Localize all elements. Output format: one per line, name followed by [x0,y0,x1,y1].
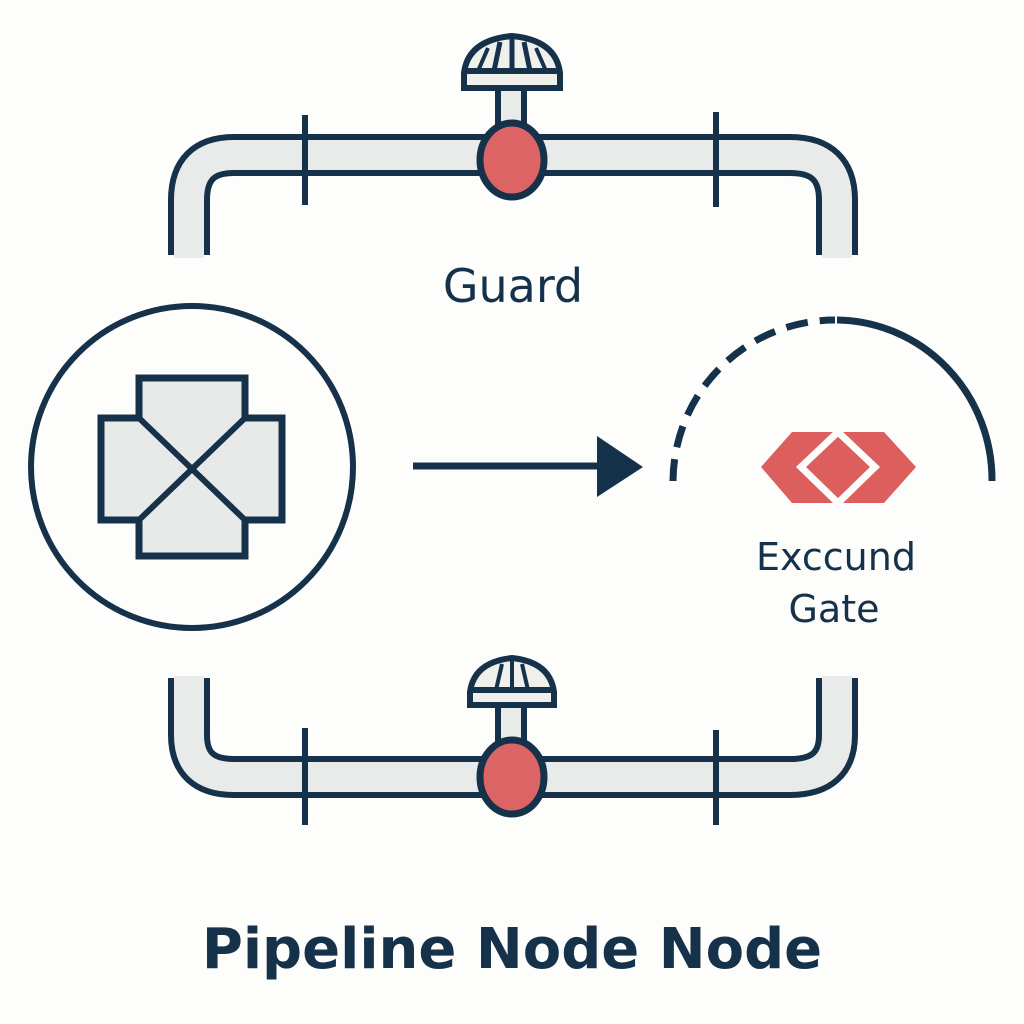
top-valve-icon [461,32,563,201]
right-node: Exccund Gate [669,316,996,631]
bottom-valve-icon [467,654,557,818]
bottom-pipe [168,654,858,825]
guard-label: Guard [443,259,583,313]
left-node [28,303,356,631]
diagram-title: Pipeline Node Node [202,917,822,982]
cross-fitting-icon [97,374,286,560]
gate-label-line2: Gate [788,587,879,631]
gate-boundary-dashed [669,316,836,482]
bottom-valve-body [476,736,548,818]
gate-boundary-solid [836,316,996,482]
flow-arrow-icon [413,436,643,497]
top-valve-body [476,119,548,201]
gate-label-line1: Exccund [756,535,916,579]
gate-diamond-icon [761,427,916,508]
top-pipe [168,32,858,258]
